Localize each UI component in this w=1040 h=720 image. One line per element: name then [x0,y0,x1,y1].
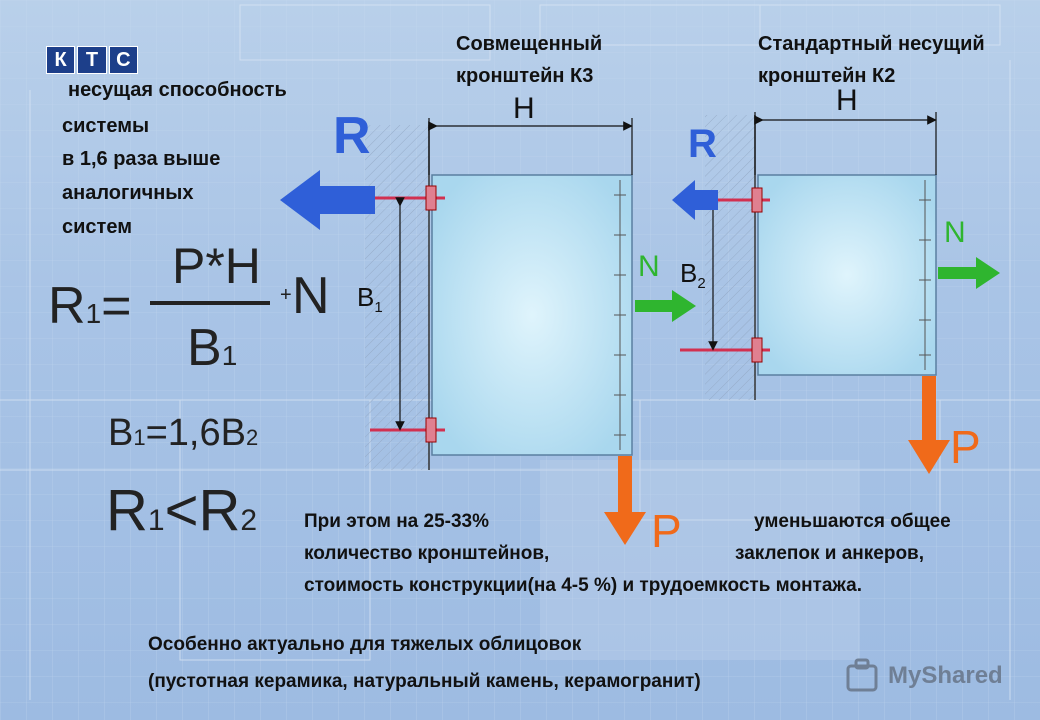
formula1-lhs: R1= [48,276,132,344]
formula3: R1<R2 [106,476,257,556]
formula1-plus: + [280,284,292,306]
bottom-line1b: уменьшаются общее [754,511,951,532]
k3-h-dimension [428,118,633,175]
k2-b-sub: 2 [697,275,706,293]
k2-n-arrow [938,257,1000,289]
formula3-r1: R [106,478,148,543]
myshared-icon [846,658,878,692]
left-text-line5: систем [62,216,132,238]
formula2-b1: B [108,412,134,454]
k2-n-label: N [944,216,966,249]
k2-r-label: R [688,122,717,166]
formula1-r-sub: 1 [85,298,102,329]
k3-title-line1: Совмещенный [456,33,603,55]
k2-p-arrow [908,376,950,474]
formula3-r1-sub: 1 [147,504,165,537]
logo-letter: С [108,46,138,74]
bottom-line2b: заклепок и анкеров, [735,543,925,564]
k3-rivets [614,180,626,450]
logo-letter: К [46,46,76,74]
k3-b-sub: 1 [374,299,383,317]
formula1-eq: = [101,277,132,335]
k2-b-label: B2 [680,258,706,292]
bottom-line4: Особенно актуально для тяжелых облицовок [148,634,582,655]
k3-n-label: N [638,250,660,283]
formula2-b1-sub: 1 [133,425,146,450]
k2-rivets [919,180,931,370]
left-text-line3: в 1,6 раза выше [62,148,221,170]
k3-h-label: H [513,92,535,125]
bottom-line1a: При этом на 25-33% [304,511,490,532]
k3-r-arrow [280,170,375,230]
k2-bracket-panel [757,174,937,376]
k3-r-label: R [333,107,371,165]
formula2-b2-sub: 2 [245,425,259,450]
k3-p-arrow [604,456,646,545]
k2-h-dimension [754,112,937,175]
formula2-rest: =1,6B [145,412,246,454]
k3-title-line2: кронштейн К3 [456,65,594,87]
left-text-line1: несущая способность [68,79,287,101]
k2-anchor-bottom [680,337,770,363]
k3-n-arrow [635,290,696,322]
logo-letter: Т [77,46,107,74]
formula1-denominator: B1 [187,318,237,386]
left-text-line4: аналогичных [62,182,194,204]
k3-anchor-bottom [370,417,445,443]
bottom-line2a: количество кронштейнов, [304,543,550,564]
bottom-line3: стоимость конструкции(на 4-5 %) и трудое… [304,575,862,596]
k2-p-label: P [950,421,981,473]
formula1-numerator: P*H [172,238,261,294]
k3-anchor-top [370,185,445,211]
k2-title-line2: кронштейн К2 [758,65,896,87]
formula1-r: R [48,277,86,335]
kts-logo: К Т С [46,46,138,74]
k2-title-line1: Стандартный несущий [758,33,985,55]
formula3-r2: R [198,478,241,543]
myshared-watermark: MyShared [848,658,1008,694]
k2-b-letter: B [680,258,698,288]
k3-b-letter: B [357,282,375,312]
k2-h-label: H [836,84,858,117]
k3-bracket-panel [431,174,633,456]
formula1-b-sub: 1 [221,340,238,371]
bottom-line5: (пустотная керамика, натуральный камень,… [148,671,701,692]
k3-p-label: P [651,505,682,557]
formula1-b: B [187,319,222,377]
watermark-text: MyShared [888,662,1003,689]
formula3-lt: < [164,478,199,543]
formula1-n: N [292,267,330,325]
formula2: B1=1,6B2 [108,410,258,461]
k3-b-label: B1 [357,282,383,316]
k2-r-arrow [672,180,718,220]
left-text-line2: системы [62,115,150,137]
formula3-r2-sub: 2 [240,504,258,537]
